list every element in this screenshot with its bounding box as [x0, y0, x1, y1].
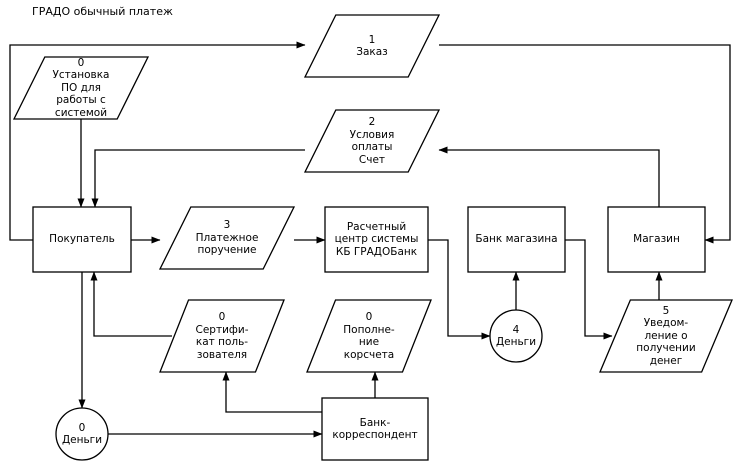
edge-shop-up-to-terms	[438, 146, 660, 207]
node-shape-refill[interactable]	[306, 299, 432, 373]
edge-order-to-right-rail	[439, 44, 731, 244]
edge-cert-to-buyer	[90, 271, 172, 337]
node-shape-corrbank[interactable]	[321, 397, 429, 461]
node-shape-shopbank[interactable]	[467, 206, 566, 273]
node-shape-shop[interactable]	[607, 206, 706, 273]
edge-corrbank-to-cert	[222, 371, 322, 413]
node-shape-payorder[interactable]	[158, 206, 296, 270]
shapes-group	[12, 14, 733, 461]
edges-group	[9, 41, 731, 438]
node-shape-money0[interactable]	[55, 407, 109, 461]
node-shape-order[interactable]	[303, 14, 441, 78]
diagram-title: ГРАДО обычный платеж	[32, 5, 173, 18]
edge-buyer-left-loop-to-order	[9, 41, 306, 241]
edge-shopbank-to-notify	[565, 239, 613, 340]
edge-terms-to-buyer	[91, 149, 305, 208]
node-shape-rc[interactable]	[324, 206, 429, 273]
edge-rc-to-money4	[428, 239, 491, 340]
node-shape-notify[interactable]	[599, 299, 733, 373]
node-shape-money4[interactable]	[489, 309, 543, 363]
node-shape-terms[interactable]	[303, 109, 441, 173]
node-shape-buyer[interactable]	[32, 206, 132, 273]
node-shape-install[interactable]	[12, 56, 150, 120]
node-shape-cert[interactable]	[159, 299, 285, 373]
